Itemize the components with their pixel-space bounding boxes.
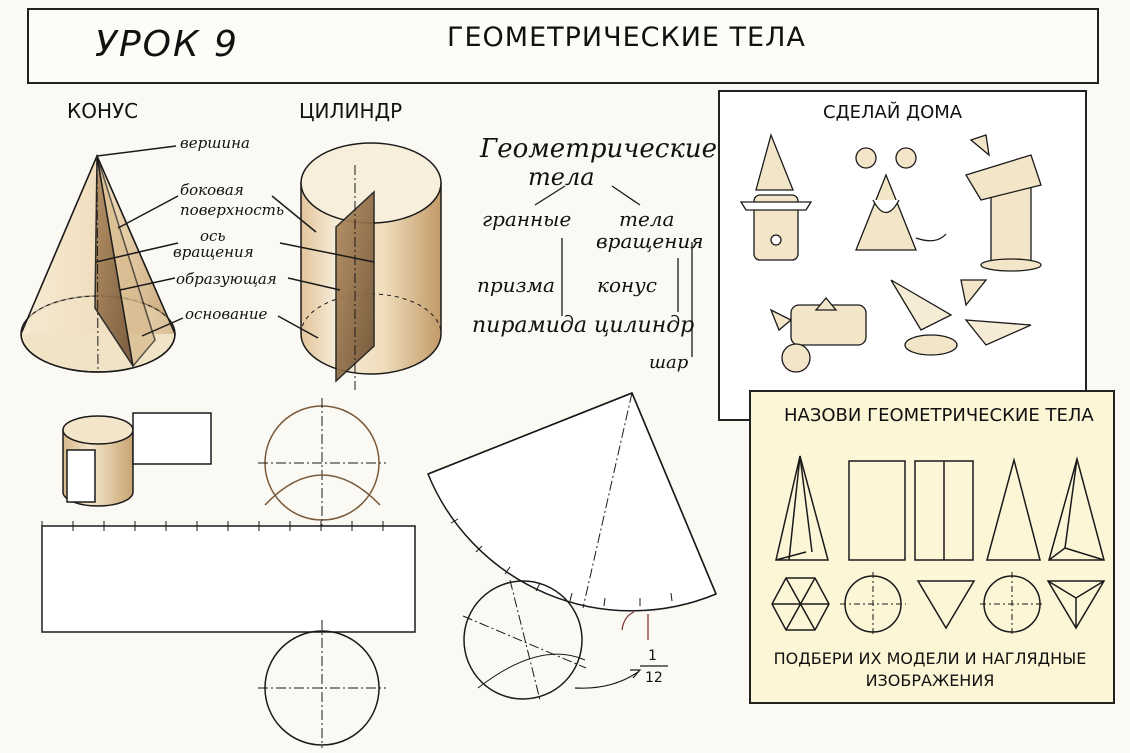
tree-cone: конус: [597, 273, 657, 297]
tree-polyhedra: гранные: [482, 207, 572, 231]
label-lateral-2: поверхность: [180, 201, 285, 219]
clown-hat-icon: [755, 132, 794, 191]
tree-cylinder: цилиндр: [594, 313, 695, 338]
classification-tree-lines: [534, 185, 693, 357]
name-box-footer-2: ИЗОБРАЖЕНИЯ: [865, 671, 995, 690]
cone-title: КОНУС: [67, 99, 139, 123]
name-the-solids-title: НАЗОВИ ГЕОМЕТРИЧЕСКИЕ ТЕЛА: [784, 405, 1094, 426]
tree-revolution-1: тела: [619, 207, 675, 231]
lesson-number: УРОК 9: [95, 24, 239, 65]
label-axis-2: вращения: [173, 243, 254, 261]
tree-prism: призма: [477, 273, 555, 297]
tree-sphere: шар: [649, 352, 689, 373]
pig-cylinder-icon: [790, 304, 867, 346]
paper-crafts-illustration: [739, 132, 1042, 373]
page-title: ГЕОМЕТРИЧЕСКИЕ ТЕЛА: [447, 22, 806, 53]
cylinder-net: [41, 398, 416, 748]
tree-root-2: тела: [528, 163, 595, 191]
cone-illustration: [20, 145, 184, 373]
do-at-home-title: СДЕЛАЙ ДОМА: [823, 102, 963, 123]
label-apex: вершина: [180, 134, 250, 152]
cylinder-illustration: [271, 142, 442, 390]
label-lateral-1: боковая: [180, 181, 244, 199]
cylinder-title: ЦИЛИНДР: [299, 99, 403, 123]
fraction-numerator: 1: [648, 648, 657, 664]
label-axis-1: ось: [200, 227, 226, 245]
tree-pyramid: пирамида: [472, 313, 588, 338]
header-frame: [27, 8, 1099, 84]
tree-root-1: Геометрические: [480, 134, 718, 164]
clown-body-icon: [753, 194, 799, 261]
name-box-footer-1: ПОДБЕРИ ИХ МОДЕЛИ И НАГЛЯДНЫЕ: [773, 649, 1087, 668]
label-base: основание: [185, 305, 268, 323]
cone-net: [427, 392, 717, 701]
label-generatrix: образующая: [176, 270, 277, 288]
tree-revolution-2: вращения: [596, 229, 704, 253]
dog-cylinder-icon: [990, 184, 1032, 266]
fraction-denominator: 12: [645, 670, 663, 686]
bird-wing-icon: [890, 279, 953, 331]
